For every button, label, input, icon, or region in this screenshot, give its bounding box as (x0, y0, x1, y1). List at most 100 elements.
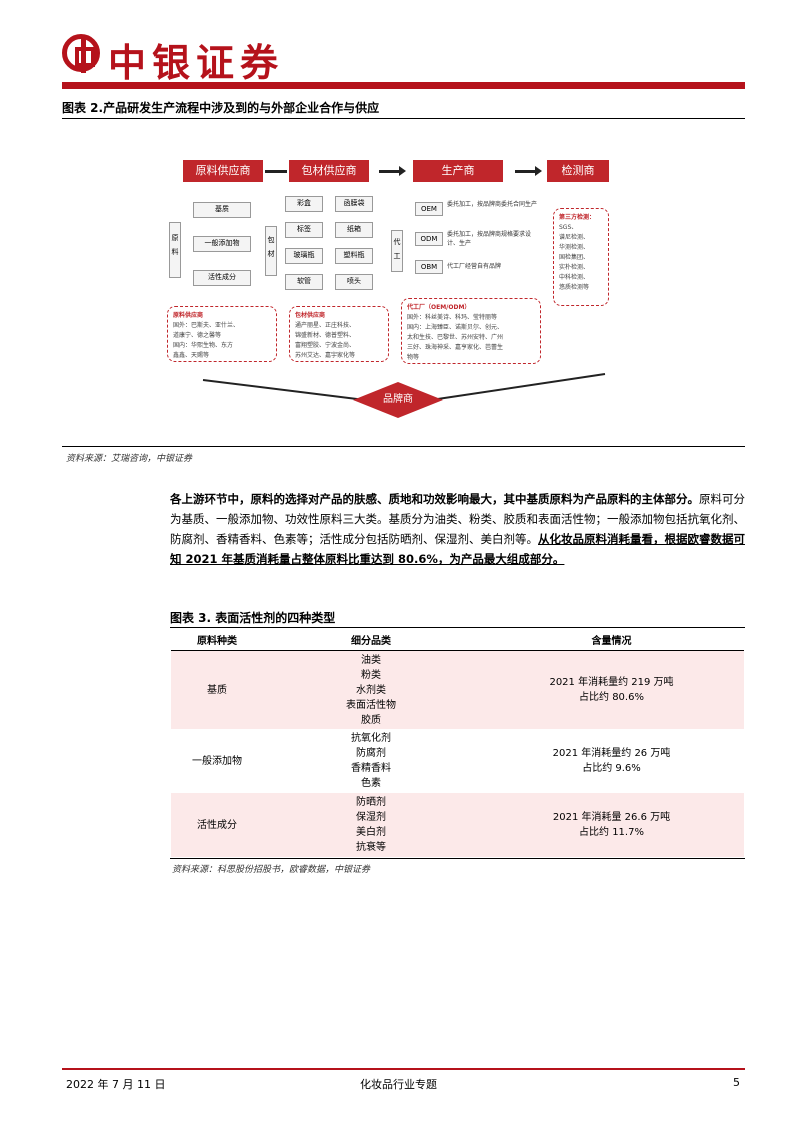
prod-side-label: 代工 (391, 230, 403, 272)
sub-item: 油类 (361, 654, 381, 666)
pack-supplier-line: 通产丽星、正庄科技、 (295, 322, 356, 329)
pack-side-label: 包材 (265, 226, 277, 276)
sub-item: 保湿剂 (356, 812, 386, 823)
convergence-lines (202, 373, 606, 418)
testing-item: 悠质检测等 (559, 284, 590, 291)
raw-side-label: 原料 (169, 222, 181, 278)
company-logo (62, 34, 100, 73)
para-highlight: 从化妆品原料消耗量看，根据欧睿数据可知 2021 年基质消耗量占整体原料比重达到… (170, 532, 745, 566)
pack-supplier-line: 苏州艾达、嘉宇家化等 (295, 352, 356, 359)
sub-item: 水剂类 (356, 684, 386, 696)
testing-box: 第三方检测： SGS、 谱尼检测、 华测检测、 国检集团、 实朴检测、 中科检测… (553, 208, 609, 306)
pack-item: 玻璃瓶 (285, 248, 323, 264)
brand-owner-label: 品牌商 (383, 394, 413, 405)
pack-supplier-line: 富翔塑胶、宁波金尚、 (295, 342, 356, 349)
prod-item: OEM (415, 202, 443, 216)
testing-box-title: 第三方检测： (559, 214, 596, 221)
amount-line: 2021 年消耗量约 26 万吨 (552, 748, 671, 759)
testing-item: SGS、 (559, 224, 578, 231)
pack-supplier-line: 锦盛新材、德普塑料、 (295, 332, 356, 339)
pack-item: 函膜袋 (335, 196, 373, 212)
figure3-source: 资料来源：科思股份招股书，欧睿数据，中银证券 (172, 865, 371, 875)
type-cell: 一般添加物 (192, 755, 242, 767)
raw-item: 活性成分 (193, 270, 251, 286)
type-cell: 活性成分 (171, 793, 263, 857)
raw-material-table: 原料种类 细分品类 含量情况 基质 油类 粉类 水剂类 表面活性物 胶质 202… (171, 629, 744, 857)
head-producer: 生产商 (413, 160, 503, 182)
para-body: 原料可分为基质、一般添加物、功效性原料三大类。基质分为油类、粉类、胶质和表面活性… (170, 492, 745, 546)
footer-title: 化妆品行业专题 (360, 1078, 437, 1091)
share-line: 占比约 11.7% (579, 827, 644, 838)
raw-item: 基质 (193, 202, 251, 218)
para-lead: 各上游环节中，原料的选择对产品的肤感、质地和功效影响最大，其中基质原料为产品原料… (170, 492, 699, 506)
amount-cell: 2021 年消耗量约 219 万吨 占比约 80.6% (479, 650, 744, 729)
producer-line: 国外：科丝美诗、科玛、莹特丽等 (407, 314, 498, 321)
figure3-title: 图表 3. 表面活性剂的四种类型 (170, 611, 336, 625)
footer-date: 2022 年 7 月 11 日 (66, 1078, 166, 1091)
producer-box: 代工厂（OEM/ODM） 国外：科丝美诗、科玛、莹特丽等 国内：上海臻臣、诺斯贝… (401, 298, 541, 364)
prod-item: OBM (415, 260, 443, 274)
figure2-source: 资料来源：艾瑞咨询，中银证券 (66, 454, 193, 464)
pack-item: 喷头 (335, 274, 373, 290)
head-pack-supplier: 包材供应商 (289, 160, 369, 182)
raw-supplier-box: 原料供应商 国外：巴斯夫、亚什兰、 道康宁、德之馨等 国内：华熙生物、东方 鑫鑫… (167, 306, 277, 362)
pack-item: 标签 (285, 222, 323, 238)
col-header: 细分品类 (263, 629, 479, 651)
pack-item: 纸箱 (335, 222, 373, 238)
producer-box-title: 代工厂（OEM/ODM） (407, 304, 471, 311)
arrow-line (515, 170, 535, 173)
subs-cell: 抗氧化剂 防腐剂 香精香料 色素 (263, 729, 479, 793)
figure2-bottom-rule (62, 446, 745, 447)
producer-line: 太和生技、巴黎世、苏州安特、广州 (407, 334, 504, 341)
testing-item: 谱尼检测、 (559, 234, 590, 241)
amount-line: 2021 年消耗量 26.6 万吨 (552, 812, 671, 823)
testing-item: 中科检测、 (559, 274, 590, 281)
prod-desc: 代工厂经营自有品牌 (447, 263, 502, 270)
testing-item: 国检集团、 (559, 254, 590, 261)
figure3-bottom-rule (170, 858, 745, 859)
arrow-line (379, 170, 399, 173)
head-raw-supplier: 原料供应商 (183, 160, 263, 182)
share-line: 占比约 80.6% (579, 692, 644, 703)
header-divider (62, 82, 745, 89)
table-row: 基质 油类 粉类 水剂类 表面活性物 胶质 2021 年消耗量约 219 万吨 … (171, 650, 744, 729)
raw-supplier-line: 国外：巴斯夫、亚什兰、 (173, 322, 240, 329)
sub-item: 抗氧化剂 (351, 733, 391, 744)
subs-cell: 油类 粉类 水剂类 表面活性物 胶质 (263, 650, 479, 729)
sub-item: 防腐剂 (356, 748, 386, 759)
sub-item: 粉类 (361, 669, 381, 681)
prod-item: ODM (415, 232, 443, 246)
amount-cell: 2021 年消耗量约 26 万吨 占比约 9.6% (479, 729, 744, 793)
table-header-row: 原料种类 细分品类 含量情况 (171, 629, 744, 651)
sub-item: 美白剂 (356, 827, 386, 838)
sub-item: 抗衰等 (356, 842, 386, 853)
sub-item: 香精香料 (351, 763, 391, 774)
figure2-top-rule (62, 118, 745, 119)
sub-item: 表面活性物 (346, 699, 396, 711)
col-header: 含量情况 (479, 629, 744, 651)
testing-item: 华测检测、 (559, 244, 590, 251)
pack-supplier-box: 包材供应商 通产丽星、正庄科技、 锦盛新材、德普塑料、 富翔塑胶、宁波金尚、 苏… (289, 306, 389, 362)
head-testing: 检测商 (547, 160, 609, 182)
table-row: 一般添加物 抗氧化剂 防腐剂 香精香料 色素 2021 年消耗量约 26 万吨 … (171, 729, 744, 793)
connector (265, 170, 287, 173)
amount-cell: 2021 年消耗量 26.6 万吨 占比约 11.7% (479, 793, 744, 857)
producer-line: 三好、珠海神采、嘉亨家化、芭蕾生 (407, 344, 504, 351)
col-header: 原料种类 (171, 629, 263, 651)
prod-desc: 委托加工，按品牌商委托合同生产 (447, 201, 538, 208)
raw-supplier-line: 道康宁、德之馨等 (173, 332, 222, 339)
producer-line: 国内：上海臻臣、诺斯贝尔、创元、 (407, 324, 504, 331)
subs-cell: 防晒剂 保湿剂 美白剂 抗衰等 (263, 793, 479, 857)
footer-divider (62, 1068, 745, 1070)
amount-line: 2021 年消耗量约 219 万吨 (549, 677, 674, 688)
testing-item: 实朴检测、 (559, 264, 590, 271)
sub-item: 胶质 (361, 714, 381, 726)
raw-supplier-box-title: 原料供应商 (173, 312, 204, 319)
raw-item: 一般添加物 (193, 236, 251, 252)
arrow-right-icon (535, 166, 542, 176)
pack-item: 塑料瓶 (335, 248, 373, 264)
pack-item: 彩盒 (285, 196, 323, 212)
sub-item: 防晒剂 (356, 797, 386, 808)
raw-supplier-line: 国内：华熙生物、东方 (173, 342, 234, 349)
producer-line: 物等 (407, 354, 420, 361)
